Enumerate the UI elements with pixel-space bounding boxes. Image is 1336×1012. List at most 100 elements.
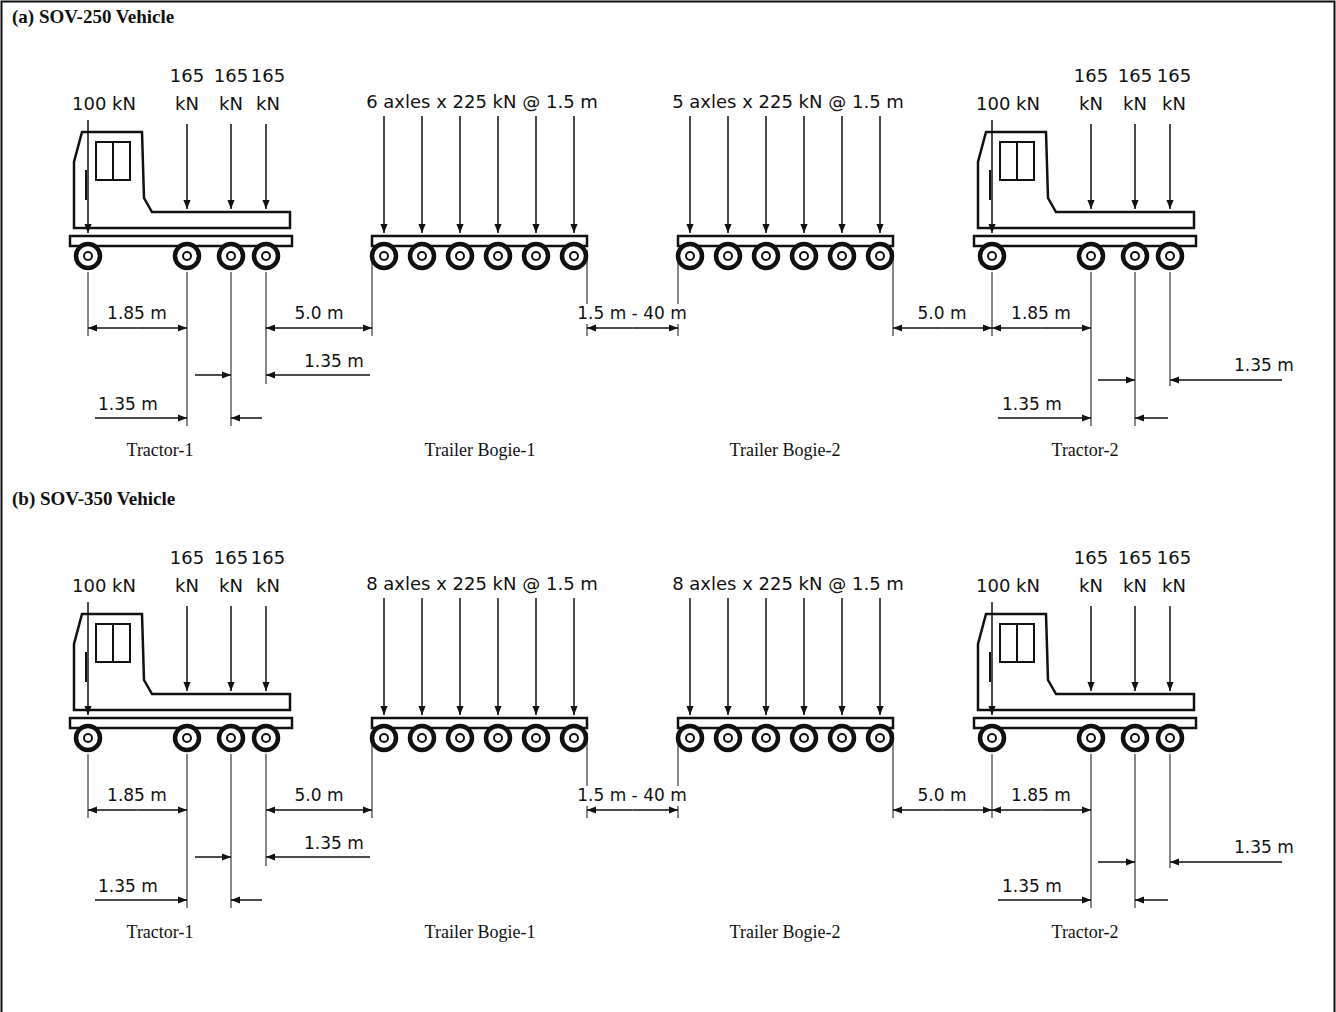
axle-load: 165 kN — [1069, 62, 1113, 118]
wheel — [372, 244, 396, 268]
dimension-line — [88, 809, 138, 811]
wheel-hub — [1131, 252, 1139, 260]
load-arrow — [87, 120, 89, 233]
load-arrow — [573, 598, 575, 715]
unit-caption: Tractor-1 — [125, 440, 196, 461]
wheel — [486, 244, 510, 268]
load-arrow — [497, 598, 499, 715]
dimension-label: 1.35 m — [1232, 838, 1296, 858]
wheel — [830, 244, 854, 268]
load-arrow — [230, 606, 232, 691]
wheel-hub — [570, 734, 578, 742]
unit-caption: Tractor-2 — [1050, 440, 1121, 461]
wheel-hub — [1087, 252, 1095, 260]
wheel — [175, 244, 199, 268]
dimension-label: 5.0 m — [293, 304, 346, 324]
dimension-line — [138, 809, 188, 811]
wheel-hub — [418, 252, 426, 260]
dimension-line — [943, 327, 993, 329]
wheel-hub — [988, 252, 996, 260]
extension-line — [1170, 272, 1171, 386]
dimension-label: 1.35 m — [1232, 356, 1296, 376]
axle-group-load: 8 axles x 225 kN @ 1.5 m — [364, 574, 600, 595]
unit-caption: Trailer Bogie-2 — [728, 440, 843, 461]
wheel-hub — [227, 252, 235, 260]
wheel — [1079, 244, 1103, 268]
wheel — [524, 244, 548, 268]
wheel — [678, 244, 702, 268]
wheel-hub — [570, 252, 578, 260]
dimension-line — [587, 809, 633, 811]
dimension-label: 1.35 m — [96, 877, 160, 897]
wheel — [562, 244, 586, 268]
axle-group-load: 6 axles x 225 kN @ 1.5 m — [364, 92, 600, 113]
wheel — [1079, 726, 1103, 750]
dimension-label: 1.35 m — [1000, 877, 1064, 897]
wheel-hub — [494, 252, 502, 260]
wheel — [1158, 726, 1182, 750]
wheel — [448, 726, 472, 750]
cab-door-line — [85, 170, 87, 200]
wheel-hub — [686, 734, 694, 742]
axle-load: 100 kN — [70, 576, 138, 597]
wheel — [410, 244, 434, 268]
load-arrow — [421, 598, 423, 715]
wheel — [524, 726, 548, 750]
dimension-line — [138, 327, 188, 329]
dimension-label: 1.5 m - 40 m — [575, 786, 689, 806]
wheel — [980, 726, 1004, 750]
wheel-hub — [262, 252, 270, 260]
axle-load: 165 kN — [1152, 62, 1196, 118]
wheel — [1123, 244, 1147, 268]
dimension-line — [1042, 327, 1092, 329]
cab-window — [1000, 624, 1034, 662]
dimension-line — [88, 327, 138, 329]
load-arrow — [841, 116, 843, 233]
cab-window — [1000, 142, 1034, 180]
unit-caption: Tractor-2 — [1050, 922, 1121, 943]
dimension-line — [1170, 861, 1282, 863]
dimension-label: 5.0 m — [293, 786, 346, 806]
load-arrow — [459, 598, 461, 715]
load-arrow — [991, 120, 993, 233]
wheel — [448, 244, 472, 268]
extension-line — [1135, 754, 1136, 908]
load-arrow — [1090, 606, 1092, 691]
dimension-line — [1098, 861, 1135, 863]
dimension-line — [266, 856, 370, 858]
dimension-line — [266, 327, 319, 329]
wheel-hub — [800, 734, 808, 742]
wheel — [372, 726, 396, 750]
wheel-hub — [183, 252, 191, 260]
dimension-line — [319, 809, 372, 811]
wheel-hub — [762, 252, 770, 260]
load-arrow — [991, 602, 993, 715]
dimension-line — [1170, 379, 1282, 381]
wheel-hub — [532, 734, 540, 742]
wheel — [1158, 244, 1182, 268]
wheel-hub — [532, 252, 540, 260]
wheel-hub — [183, 734, 191, 742]
load-arrow — [1134, 124, 1136, 209]
load-arrow — [459, 116, 461, 233]
wheel-hub — [456, 252, 464, 260]
extension-line — [88, 272, 89, 336]
wheel-hub — [876, 734, 884, 742]
dimension-label: 1.35 m — [302, 834, 366, 854]
wheel — [562, 726, 586, 750]
dimension-label: 1.35 m — [96, 395, 160, 415]
wheel-hub — [988, 734, 996, 742]
dimension-line — [633, 809, 679, 811]
dimension-line — [992, 327, 1042, 329]
extension-line — [1091, 272, 1092, 426]
dimension-label: 1.85 m — [1009, 304, 1073, 324]
extension-line — [992, 272, 993, 336]
load-arrow — [765, 116, 767, 233]
dimension-line — [95, 899, 187, 901]
extension-line — [992, 754, 993, 818]
dimension-line — [195, 856, 231, 858]
wheel — [219, 244, 243, 268]
load-arrow — [497, 116, 499, 233]
dimension-line — [943, 809, 993, 811]
axle-load: 165 kN — [246, 544, 290, 600]
